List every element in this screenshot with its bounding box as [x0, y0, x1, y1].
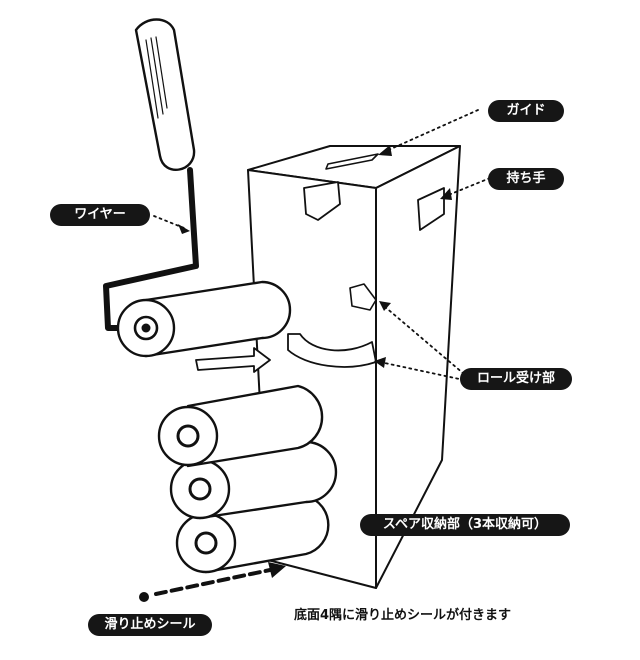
bottom-note: 底面4隅に滑り止めシールが付きます [294, 608, 512, 623]
leader-handle [445, 177, 491, 197]
roller-axle [141, 323, 151, 333]
roll-holder-upper-tab [349, 283, 377, 311]
label-guide: ガイド [488, 100, 564, 122]
leader-lines [153, 109, 491, 381]
non-slip-seal-pointer [139, 562, 286, 602]
leader-guide [383, 109, 479, 153]
arrowheads [178, 145, 452, 368]
storage-case [247, 145, 461, 589]
leader-wire [153, 215, 185, 229]
spare-rolls [157, 384, 338, 574]
insertion-arrow [195, 347, 271, 373]
handle-hole-side [417, 187, 445, 231]
label-roll-holder: ロール受け部 [460, 368, 572, 390]
label-handle: 持ち手 [488, 168, 564, 190]
handle-hole-front [303, 181, 341, 221]
leader-roll-holder-lower [379, 361, 465, 381]
spare-roll-2 [169, 440, 338, 520]
lint-roller [103, 18, 292, 358]
leader-roll-holder-upper [383, 305, 465, 375]
roller-roll [144, 280, 292, 358]
label-spare-storage: スペア収納部（3本収納可） [360, 514, 570, 536]
guide-slot [325, 153, 379, 170]
roll-holder-lower-cradle [287, 333, 377, 368]
spare-roll-1 [157, 384, 324, 468]
label-non-slip-seal: 滑り止めシール [88, 614, 212, 636]
label-wire: ワイヤー [50, 204, 150, 226]
